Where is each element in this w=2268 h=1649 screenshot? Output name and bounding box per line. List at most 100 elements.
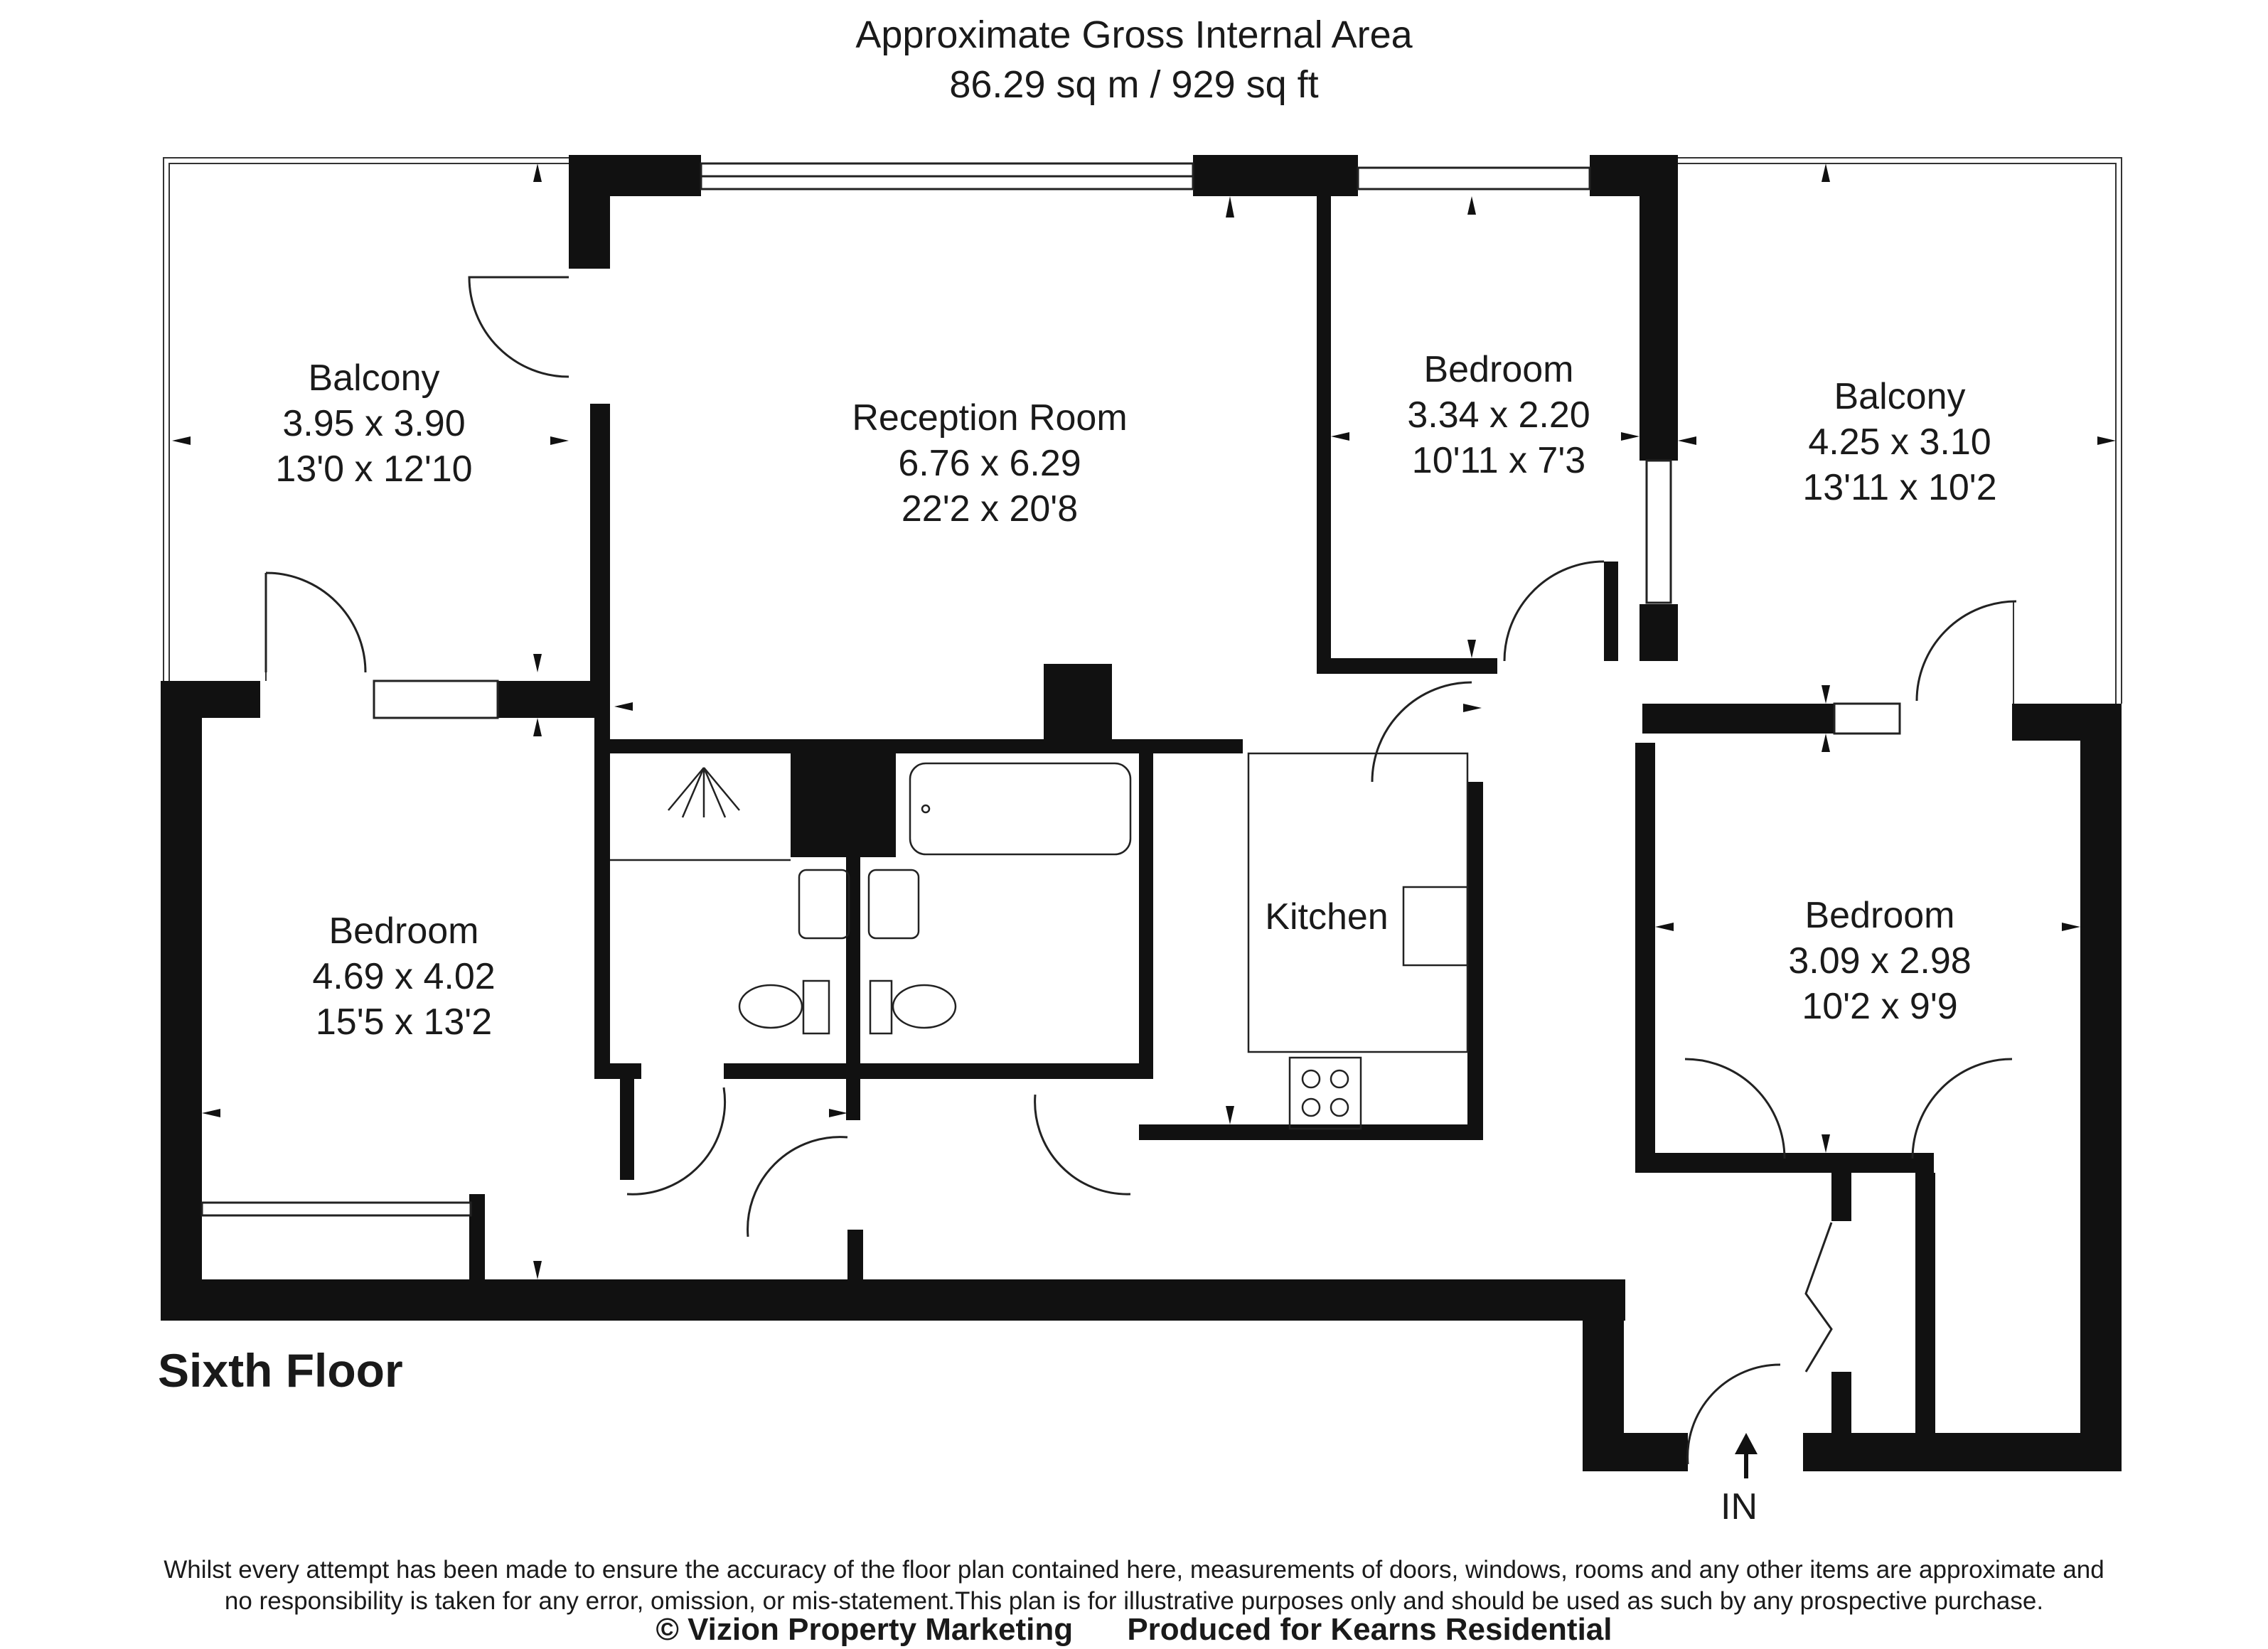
room-balcony-west: Balcony 3.95 x 3.90 13'0 x 12'10 (275, 355, 472, 492)
wall-cupboard-1 (1831, 1173, 1851, 1221)
room-name: Bedroom (1804, 895, 1955, 936)
room-imperial: 22'2 x 20'8 (901, 488, 1079, 530)
duct (791, 753, 896, 857)
room-metric: 4.25 x 3.10 (1808, 421, 1991, 463)
wall-bath-bottom-2 (724, 1063, 862, 1079)
wall-bedroom-east-west (1635, 743, 1655, 1169)
arrow-20 (533, 1261, 542, 1279)
chimney (1044, 664, 1112, 742)
wall-east-mid (2080, 704, 2122, 1176)
room-name: Kitchen (1265, 896, 1389, 938)
wall-hall-post (847, 1230, 863, 1287)
wall-west (161, 681, 202, 1321)
wall-north-2 (1193, 155, 1358, 196)
door-bedroom-east-2 (1911, 1058, 2013, 1159)
wall-bedroom-north-bottom (1317, 658, 1497, 674)
kitchen-sink (1402, 886, 1469, 967)
room-metric: 3.95 x 3.90 (282, 403, 466, 444)
room-metric: 3.09 x 2.98 (1788, 940, 1972, 982)
room-kitchen: Kitchen (1265, 894, 1388, 940)
window-balcony-east (1833, 702, 1901, 735)
arrow-7 (1467, 196, 1476, 215)
arrow-23 (1226, 1106, 1234, 1124)
arrow-8 (1467, 640, 1476, 658)
arrow-4 (550, 436, 569, 445)
floor-label: Sixth Floor (158, 1344, 403, 1397)
room-imperial: 15'5 x 13'2 (315, 1001, 493, 1043)
hob-ring-1 (1301, 1069, 1321, 1089)
toilet-1 (738, 984, 803, 1029)
arrow-3 (172, 436, 191, 445)
door-balcony-east (1915, 600, 2017, 702)
room-name: Balcony (308, 358, 440, 399)
wall-bedroom-east-top (1642, 704, 1834, 734)
balcony-west-outline (163, 157, 569, 681)
basin-1 (798, 869, 850, 940)
room-imperial: 13'0 x 12'10 (275, 448, 473, 490)
door-bedroom-west (264, 571, 367, 673)
entry-label: IN (1721, 1486, 1758, 1527)
arrow-9 (1331, 432, 1349, 441)
room-metric: 3.34 x 2.20 (1407, 394, 1590, 436)
window-bedroom-north-side (1645, 459, 1672, 604)
wall-cupboard-2 (1831, 1372, 1851, 1436)
wall-bedroom-north-west (1317, 196, 1331, 672)
wall-balcony-corner (498, 681, 610, 718)
wall-central-east (1640, 155, 1678, 461)
door-bathroom-3 (1034, 1094, 1131, 1196)
wall-bath-bottom-3 (847, 1063, 1139, 1079)
room-name: Bedroom (1423, 349, 1574, 390)
wall-kitchen-bottom (1139, 1124, 1480, 1140)
room-imperial: 10'11 x 7'3 (1411, 440, 1586, 481)
wall-central-east-low (1640, 604, 1678, 661)
wall-closet-w (620, 1066, 634, 1180)
balcony-east-outline (1678, 157, 2122, 704)
hob-ring-4 (1330, 1097, 1349, 1117)
arrow-13 (1678, 436, 1696, 445)
arrow-11 (1822, 163, 1830, 182)
balcony-west-outline-inner (169, 163, 569, 681)
door-bathroom-1 (626, 1087, 727, 1196)
room-metric: 6.76 x 6.29 (898, 443, 1081, 484)
arrow-10 (1621, 432, 1640, 441)
toilet-2 (892, 984, 957, 1029)
room-imperial: 13'11 x 10'2 (1802, 467, 1997, 508)
basin-2 (867, 869, 920, 940)
bath-drain (921, 804, 931, 814)
area-title: Approximate Gross Internal Area (855, 14, 1413, 56)
door-balcony-west (468, 276, 569, 378)
arrow-21 (202, 1109, 220, 1117)
arrow-5 (1226, 196, 1234, 217)
arrow-15 (1822, 734, 1830, 752)
arrow-18 (2062, 923, 2080, 931)
entry-arrow (1735, 1433, 1758, 1454)
wall-bath-bottom-1 (594, 1063, 641, 1079)
disclaimer-line-1: Whilst every attempt has been made to en… (164, 1556, 2104, 1584)
window-bedroom-west-south (200, 1201, 472, 1217)
entry-arrow-stem (1744, 1450, 1748, 1478)
window-balcony-west (373, 680, 499, 719)
arrow-22 (829, 1109, 847, 1117)
wall-south (161, 1279, 1625, 1321)
arrow-17 (1655, 923, 1674, 931)
wall-hall-east (1604, 562, 1618, 661)
room-bedroom-east: Bedroom 3.09 x 2.98 10'2 x 9'9 (1788, 893, 1971, 1029)
arrow-24 (1463, 704, 1482, 712)
bath-tub (909, 762, 1132, 856)
door-entrance (1686, 1363, 1781, 1465)
room-bedroom-west: Bedroom 4.69 x 4.02 15'5 x 13'2 (312, 908, 495, 1045)
room-reception: Reception Room 6.76 x 6.29 22'2 x 20'8 (852, 395, 1127, 532)
room-metric: 4.69 x 4.02 (312, 956, 496, 997)
door-cupboard-fold (1804, 1222, 1833, 1373)
wall-east-corner (2012, 704, 2122, 741)
room-name: Reception Room (852, 397, 1128, 439)
disclaimer-line-2: no responsibility is taken for any error… (224, 1587, 2044, 1615)
arrow-6 (614, 702, 633, 711)
produced-for: Produced for Kearns Residential (1127, 1612, 1612, 1647)
door-kitchen (1371, 681, 1472, 783)
door-bedroom-north (1503, 560, 1605, 662)
wall-wardrobe (469, 1194, 485, 1291)
wall-bath-west (594, 718, 610, 1079)
copyright: © Vizion Property Marketing (656, 1612, 1074, 1647)
